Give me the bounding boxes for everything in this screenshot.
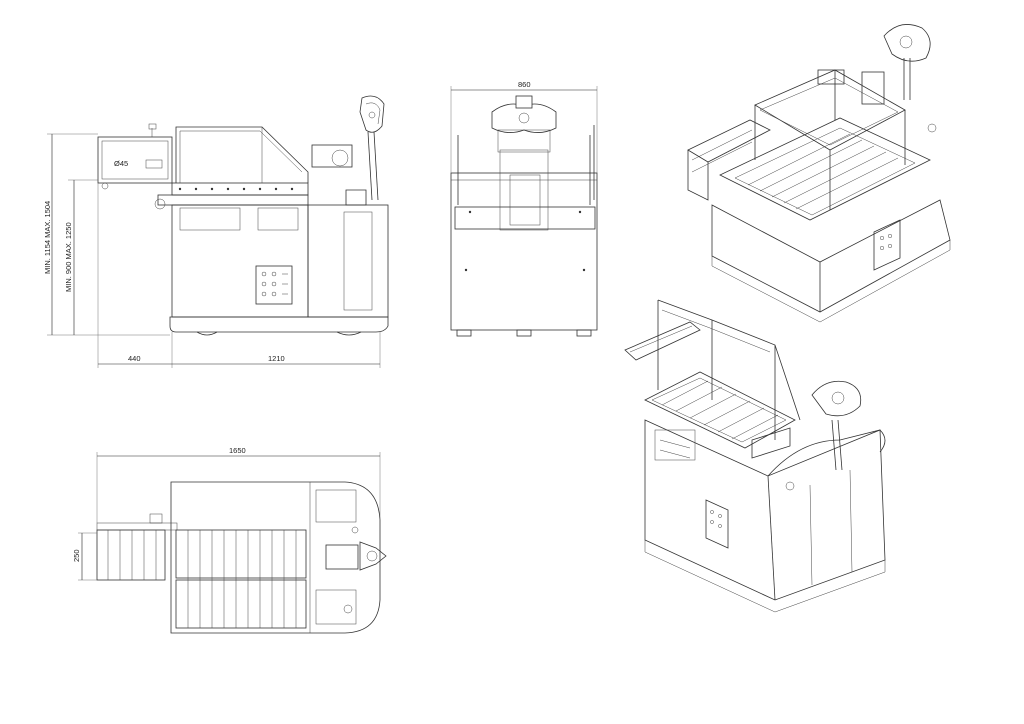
- dimension-total-height: MIN. 1154 MAX. 1504: [43, 201, 52, 274]
- dimension-roller-pitch: 250: [72, 549, 81, 562]
- top-view: 1650 250: [72, 446, 387, 634]
- dimension-length: 1210: [268, 354, 285, 363]
- iso1-rollers: [747, 133, 899, 210]
- front-view: 860: [450, 80, 598, 337]
- side-view: Ø45: [43, 95, 389, 368]
- top-view-dimensions: 1650 250: [72, 446, 381, 581]
- side-view-dimensions: MIN. 1154 MAX. 1504 MIN. 900 MAX. 1250 4…: [43, 133, 381, 368]
- side-roller-dots: [178, 187, 294, 191]
- isometric-view-front: [624, 299, 886, 613]
- iso2-rollers: [661, 380, 779, 440]
- top-rollers: [187, 530, 297, 628]
- roller-diameter-label: Ø45: [114, 159, 128, 168]
- dimension-roller-height: MIN. 900 MAX. 1250: [64, 222, 73, 292]
- dimension-width: 860: [518, 80, 531, 89]
- isometric-view-rear: [687, 24, 951, 323]
- front-view-dimensions: 860: [450, 80, 598, 173]
- dimension-total-length: 1650: [229, 446, 246, 455]
- dimension-overhang: 440: [128, 354, 141, 363]
